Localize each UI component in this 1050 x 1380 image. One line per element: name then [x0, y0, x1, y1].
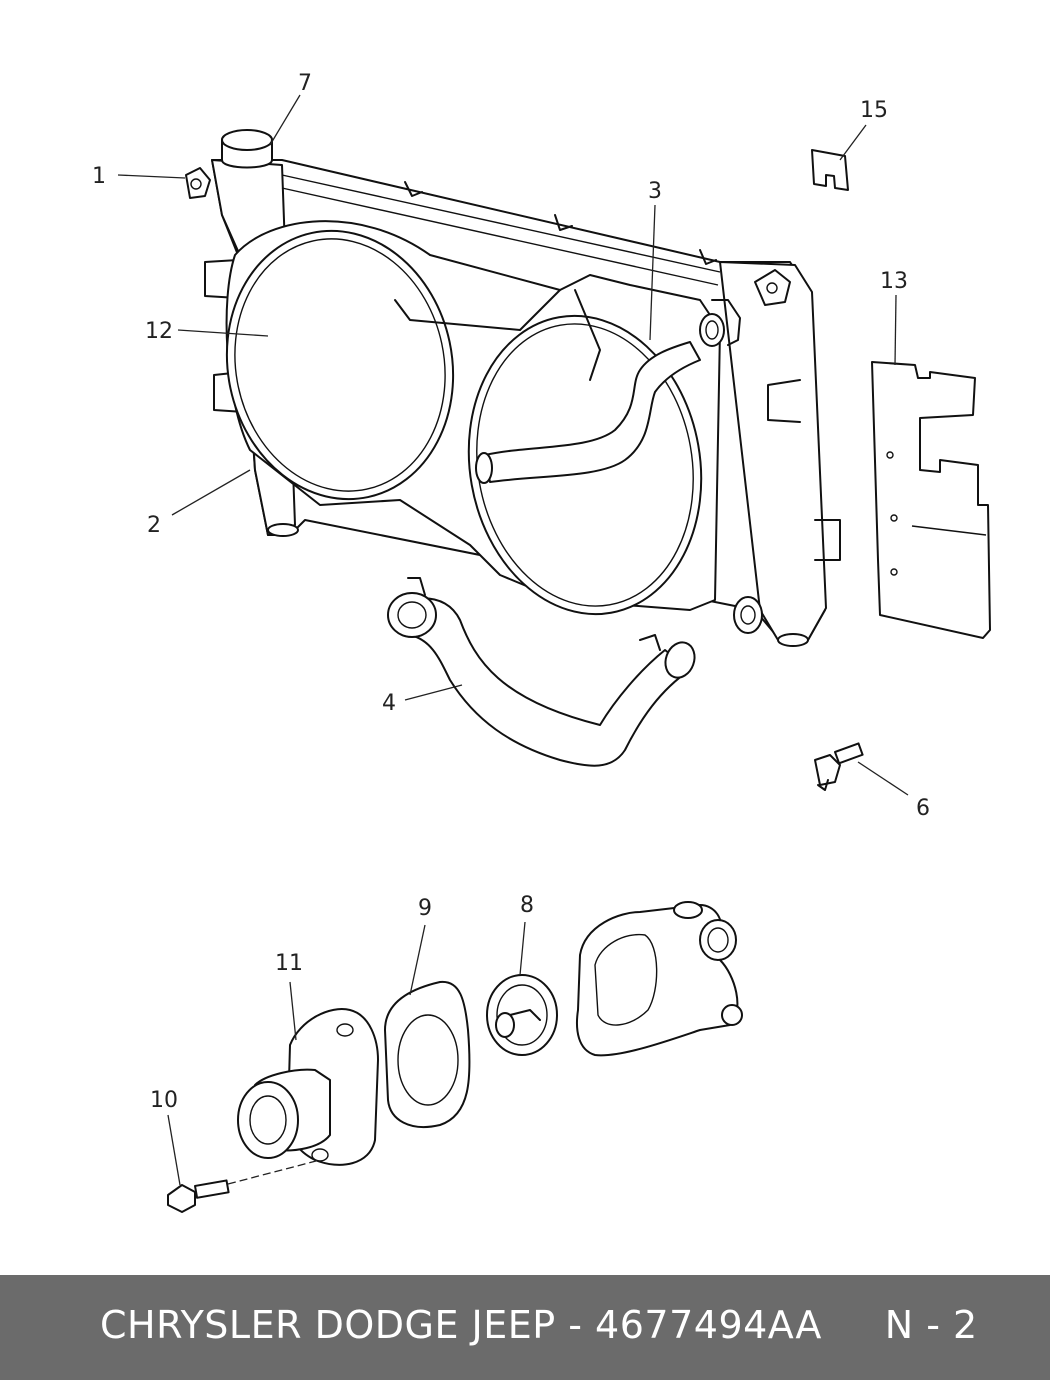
callout-7: 7: [298, 71, 312, 96]
housing-bolt: [167, 1159, 321, 1213]
thermostat-housing: [576, 901, 743, 1057]
thermostat: [486, 974, 558, 1056]
callout-15: 15: [860, 98, 888, 123]
footer-bar: CHRYSLER DODGE JEEP - 4677494AA N - 2: [0, 1275, 1050, 1380]
outlet-fitting: [733, 596, 763, 634]
callout-13: 13: [880, 269, 908, 294]
callout-labels: 1 2 3 4 6 7 8 9 10 11 12 13 15: [92, 71, 930, 1113]
air-seal-panel: [871, 361, 991, 639]
callout-6: 6: [916, 796, 930, 821]
callout-1: 1: [92, 164, 106, 189]
callout-2: 2: [147, 513, 161, 538]
retainer-clip: [811, 149, 849, 191]
drain-fitting: [185, 167, 211, 199]
parts-diagram: 1 2 3 4 6 7 8 9 10 11 12 13 15: [92, 71, 991, 1213]
callout-8: 8: [520, 893, 534, 918]
water-outlet: [237, 1008, 379, 1166]
radiator-cap: [221, 129, 273, 169]
lower-hose: [387, 577, 696, 767]
part-number-caption: CHRYSLER DODGE JEEP - 4677494AA N - 2: [100, 1303, 978, 1347]
callout-3: 3: [648, 179, 662, 204]
shroud-fastener: [814, 742, 864, 791]
upper-hose: [475, 299, 741, 484]
callout-leaders: [117, 94, 909, 1186]
callout-10: 10: [150, 1088, 178, 1113]
callout-12: 12: [145, 319, 173, 344]
callout-4: 4: [382, 691, 396, 716]
callout-11: 11: [275, 951, 303, 976]
petcock: [754, 269, 791, 306]
gasket: [384, 980, 471, 1128]
callout-9: 9: [418, 896, 432, 921]
